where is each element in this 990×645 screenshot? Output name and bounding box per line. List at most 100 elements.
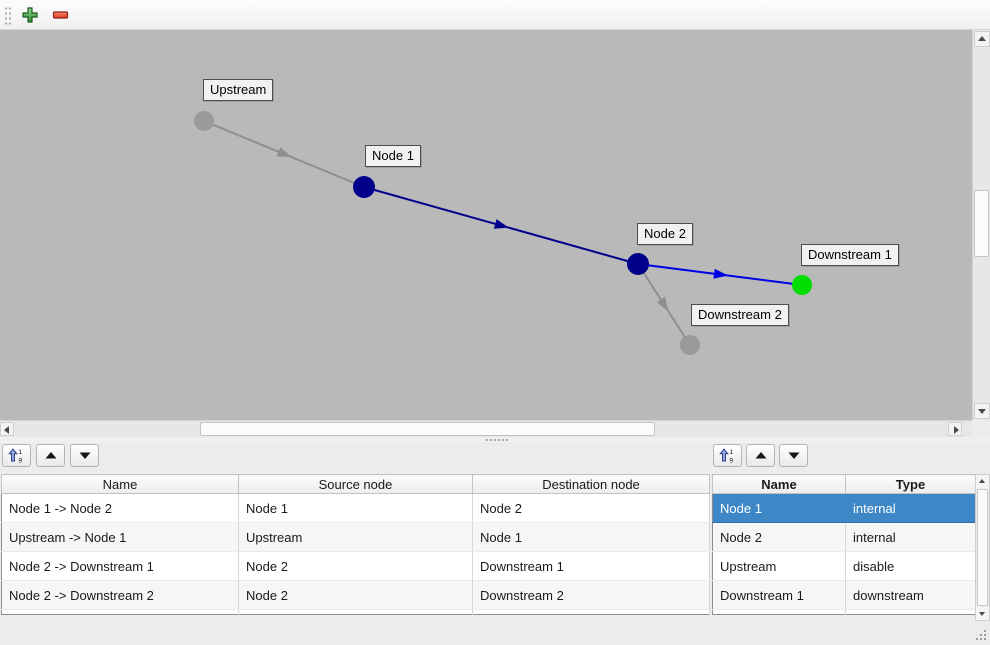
graph-node-label[interactable]: Node 2 [637, 223, 693, 245]
table-cell: Node 2 [238, 580, 473, 610]
table-cell: Node 1 [238, 493, 473, 523]
triangle-down-icon [979, 612, 985, 616]
table-cell: internal [845, 522, 976, 552]
graph-edge-arrow-icon [493, 219, 509, 229]
table-row-partial [712, 609, 976, 615]
column-header[interactable]: Destination node [472, 474, 710, 494]
scrollbar-corner [972, 420, 990, 437]
table-cell: Node 2 -> Downstream 2 [1, 580, 239, 610]
canvas-vertical-scrollbar[interactable] [972, 30, 990, 420]
column-header[interactable]: Type [845, 474, 976, 494]
triangle-up-icon [979, 479, 985, 483]
column-header[interactable]: Name [1, 474, 239, 494]
table-cell: disable [845, 551, 976, 581]
triangle-up-icon [978, 36, 986, 41]
svg-text:9: 9 [730, 458, 734, 465]
table-cell: Node 2 -> Downstream 1 [1, 551, 239, 581]
node-table-scrollbar[interactable] [975, 474, 990, 621]
table-cell: Downstream 1 [472, 551, 710, 581]
table-scrollbar-thumb[interactable] [977, 489, 988, 606]
splitter-grip-icon [485, 439, 509, 441]
table-cell [845, 609, 976, 615]
svg-text:9: 9 [19, 458, 23, 465]
graph-node[interactable] [792, 275, 812, 295]
move-down-button[interactable] [70, 444, 99, 467]
table-cell: Node 2 [472, 493, 710, 523]
scroll-up-button[interactable] [974, 31, 990, 47]
graph-node[interactable] [627, 253, 649, 275]
svg-text:1: 1 [19, 449, 23, 456]
svg-text:1: 1 [730, 449, 734, 456]
triangle-right-icon [954, 426, 959, 434]
table-cell: Node 1 [472, 522, 710, 552]
table-cell: Node 2 [712, 522, 846, 552]
column-header[interactable]: Name [712, 474, 846, 494]
graph-edge-arrow-icon [276, 147, 292, 158]
column-header[interactable]: Source node [238, 474, 473, 494]
move-down-icon [79, 452, 90, 459]
table-cell [238, 609, 473, 615]
table-cell [712, 609, 846, 615]
minus-icon [52, 11, 69, 19]
top-toolbar [0, 0, 990, 30]
table-scroll-up-button[interactable] [976, 475, 989, 488]
graph-node-label[interactable]: Node 1 [365, 145, 421, 167]
move-up-button[interactable] [746, 444, 775, 467]
table-cell [1, 609, 239, 615]
graph-node[interactable] [194, 111, 214, 131]
window-resize-grip[interactable] [975, 629, 987, 641]
status-bar [0, 621, 990, 645]
graph-node[interactable] [680, 335, 700, 355]
horizontal-scrollbar-thumb[interactable] [200, 422, 655, 436]
scroll-left-button[interactable] [0, 422, 14, 436]
graph-node-label[interactable]: Upstream [203, 79, 274, 101]
graph-canvas-svg [194, 111, 812, 355]
graph-edge-arrow-icon [713, 268, 728, 279]
table-cell: Node 1 [712, 493, 846, 523]
table-cell: downstream [845, 580, 976, 610]
scroll-right-button[interactable] [948, 422, 962, 436]
graph-node-label[interactable]: Downstream 2 [691, 304, 789, 326]
table-cell: Downstream 2 [472, 580, 710, 610]
table-cell: Downstream 1 [712, 580, 846, 610]
plus-icon [22, 7, 38, 23]
move-up-button[interactable] [36, 444, 65, 467]
pane-splitter[interactable] [0, 437, 990, 443]
table-row-partial [1, 609, 710, 615]
table-cell: Node 2 [238, 551, 473, 581]
remove-button[interactable] [51, 6, 71, 26]
move-down-icon [788, 452, 799, 459]
table-cell: Node 1 -> Node 2 [1, 493, 239, 523]
scroll-down-button[interactable] [974, 403, 990, 419]
canvas-horizontal-scrollbar[interactable] [0, 420, 972, 437]
sort-ascending-icon: 19 [719, 448, 734, 465]
table-cell: Upstream [712, 551, 846, 581]
graph-node-label[interactable]: Downstream 1 [801, 244, 899, 266]
vertical-scrollbar-thumb[interactable] [974, 190, 989, 257]
add-button[interactable] [20, 6, 40, 26]
graph-node[interactable] [353, 176, 375, 198]
move-down-button[interactable] [779, 444, 808, 467]
table-cell: Upstream -> Node 1 [1, 522, 239, 552]
table-cell: internal [845, 493, 976, 523]
table-scroll-down-button[interactable] [976, 607, 989, 620]
graph-edge-arrow-icon [656, 296, 669, 312]
toolbar-grip-handle[interactable] [4, 6, 11, 25]
move-up-icon [755, 452, 766, 459]
